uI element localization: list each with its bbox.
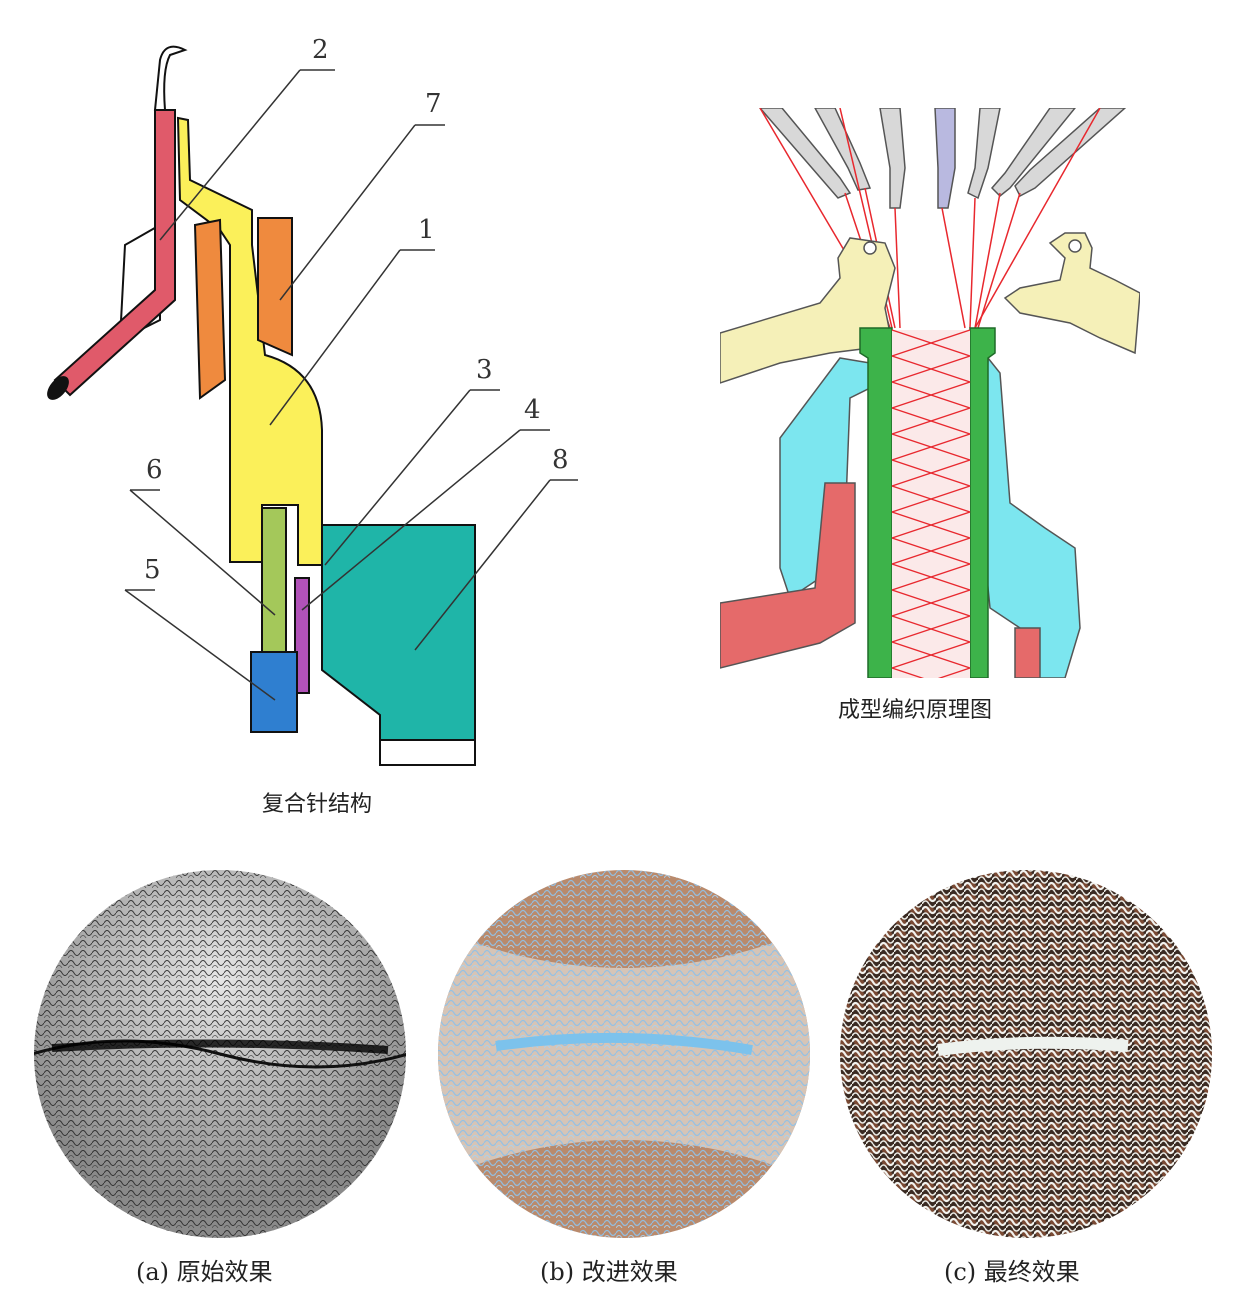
label-7: 7	[425, 89, 442, 119]
label-6: 6	[146, 455, 163, 485]
mesh-caption-b: (b) 改进效果	[540, 1258, 678, 1286]
teal-plate-base	[379, 739, 476, 766]
label-8: 8	[552, 445, 569, 475]
left-sinker	[720, 237, 896, 384]
mesh-photo-a	[34, 870, 406, 1238]
teal-plate	[321, 524, 476, 741]
label-4: 4	[524, 395, 541, 425]
leader-lines	[124, 69, 578, 701]
knitting-diagram-caption: 成型编织原理图	[838, 698, 993, 723]
mesh-caption-a: (a) 原始效果	[136, 1258, 273, 1286]
label-2: 2	[312, 35, 329, 65]
right-green-wall	[969, 327, 996, 678]
right-sinker	[1003, 232, 1140, 355]
left-green-wall	[859, 327, 893, 678]
knit-lattice	[891, 329, 971, 678]
mesh-photo-c	[840, 870, 1212, 1238]
knitting-principle-diagram	[720, 108, 1140, 678]
blue-element	[250, 651, 298, 733]
label-3: 3	[476, 355, 493, 385]
needle-hook-outline	[153, 45, 188, 111]
mesh-caption-c: (c) 最终效果	[944, 1258, 1080, 1286]
needle-diagram-caption: 复合针结构	[262, 792, 373, 817]
mesh-photo-b	[438, 870, 810, 1238]
needle-end	[47, 376, 69, 400]
label-5: 5	[144, 555, 161, 585]
green-element	[261, 507, 287, 654]
tube-interior	[892, 330, 970, 678]
label-1: 1	[418, 215, 435, 245]
yarn-feeders	[759, 108, 1127, 209]
composite-needle-diagram: 2 7 1 3 4 8 6 5	[47, 35, 578, 766]
red-needle	[53, 109, 176, 397]
right-salmon-block	[1014, 627, 1041, 678]
orange-right-block	[257, 217, 293, 357]
orange-left-block	[193, 218, 227, 400]
left-salmon-block	[720, 482, 856, 669]
